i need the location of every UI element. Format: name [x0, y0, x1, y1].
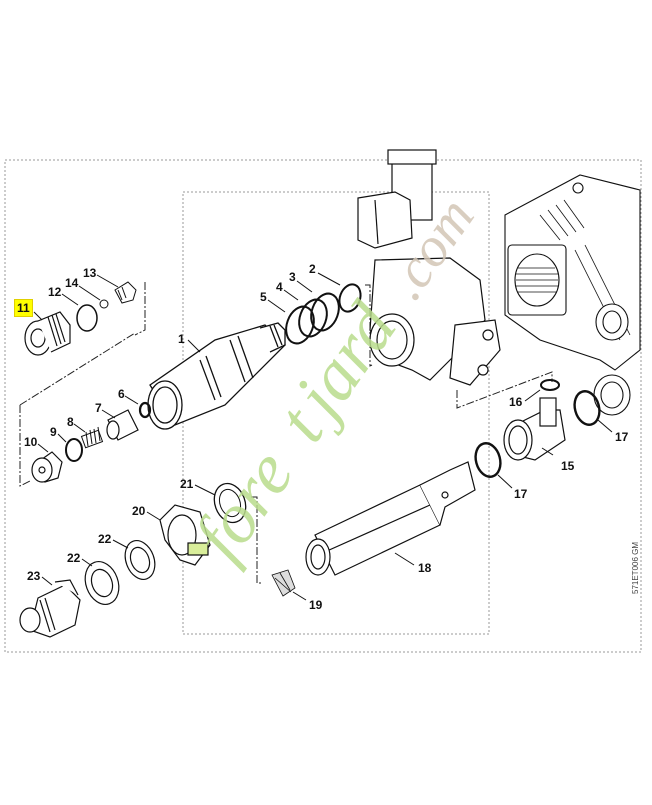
part-5 — [285, 305, 315, 345]
part-4 — [298, 298, 328, 338]
callout-part-14[interactable]: 14 — [65, 276, 79, 290]
part-6 — [138, 401, 152, 419]
part-8 — [80, 426, 104, 449]
part-17a — [573, 390, 601, 426]
callout-part-4[interactable]: 4 — [276, 280, 283, 294]
part-16 — [540, 379, 560, 391]
callout-part-21[interactable]: 21 — [180, 477, 194, 491]
inner-group-frame — [182, 191, 490, 635]
callout-part-16[interactable]: 16 — [509, 395, 523, 409]
callout-part-2[interactable]: 2 — [309, 262, 316, 276]
callout-part-20[interactable]: 20 — [132, 504, 146, 518]
callout-part-8[interactable]: 8 — [67, 415, 74, 429]
part-3 — [310, 292, 340, 332]
callout-part-18[interactable]: 18 — [418, 561, 432, 575]
part-23 — [19, 579, 81, 638]
part-20 — [159, 504, 211, 566]
part-7 — [106, 409, 139, 441]
part-9 — [65, 438, 83, 462]
part-21 — [213, 482, 247, 524]
part-12 — [76, 304, 98, 332]
reference-code: 571ET006 GM — [631, 541, 640, 594]
callout-part-1[interactable]: 1 — [178, 332, 185, 346]
callout-part-13[interactable]: 13 — [83, 266, 97, 280]
callout-part-6[interactable]: 6 — [118, 387, 125, 401]
callout-part-22a[interactable]: 22 — [98, 532, 112, 546]
callout-part-12[interactable]: 12 — [48, 285, 62, 299]
callout-part-17b[interactable]: 17 — [514, 487, 528, 501]
callout-part-10[interactable]: 10 — [24, 435, 38, 449]
callout-part-11[interactable]: 11 — [14, 299, 33, 317]
part-17b — [474, 442, 502, 478]
callout-part-19[interactable]: 19 — [309, 598, 323, 612]
pump-body — [504, 174, 641, 416]
callout-part-3[interactable]: 3 — [289, 270, 296, 284]
part-2 — [338, 283, 362, 313]
part-14 — [99, 299, 109, 309]
manifold-housing — [357, 149, 501, 386]
callout-part-9[interactable]: 9 — [50, 425, 57, 439]
callout-part-15[interactable]: 15 — [561, 459, 575, 473]
callout-part-23[interactable]: 23 — [27, 569, 41, 583]
outer-frame — [4, 159, 642, 653]
callout-part-7[interactable]: 7 — [95, 401, 102, 415]
part-19 — [271, 569, 296, 597]
part-1 — [147, 322, 286, 430]
part-10 — [31, 451, 63, 483]
part-18 — [305, 461, 476, 576]
part-11 — [24, 311, 71, 356]
part-13 — [114, 281, 137, 304]
callout-part-17a[interactable]: 17 — [615, 430, 629, 444]
part-15 — [503, 397, 566, 461]
callout-part-22b[interactable]: 22 — [67, 551, 81, 565]
callout-part-5[interactable]: 5 — [260, 290, 267, 304]
